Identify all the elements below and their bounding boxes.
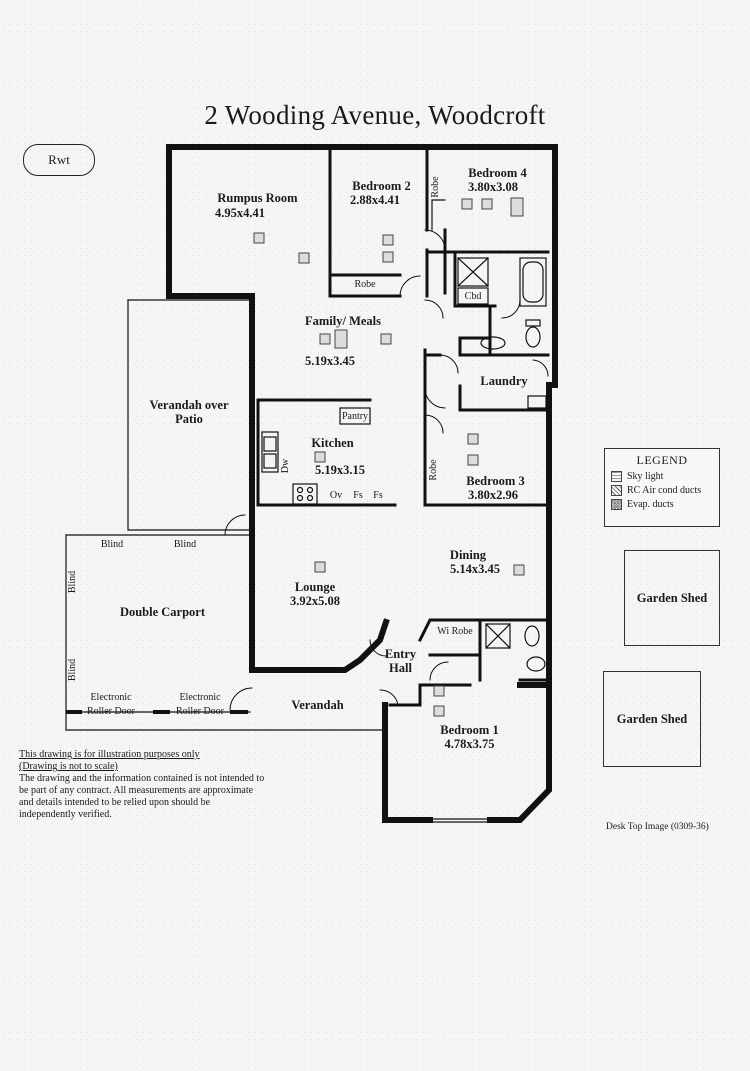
roller-door-label-2: Electronic Roller Door	[175, 692, 225, 717]
lounge-name: Lounge	[294, 580, 336, 594]
laundry-name: Laundry	[480, 374, 528, 388]
interior-walls	[256, 145, 551, 707]
credit-label: Desk Top Image (0309-36)	[606, 822, 709, 832]
disclaimer-body: The drawing and the information containe…	[19, 773, 265, 820]
dining-name: Dining	[449, 548, 487, 562]
legend-title: LEGEND	[636, 453, 688, 467]
blind-label-4: Blind	[67, 658, 78, 682]
robe-bedroom3-label: Robe	[428, 459, 439, 481]
bedroom-2-name: Bedroom 2	[352, 179, 411, 193]
blind-label-3: Blind	[67, 570, 78, 594]
bedroom-1-name: Bedroom 1	[440, 723, 499, 737]
rc-duct-icon	[611, 485, 622, 496]
wi-robe-label: Wi Robe	[437, 626, 473, 637]
kitchen-size: 5.19x3.15	[315, 463, 365, 477]
verandah-over-patio-label: Verandah over Patio	[149, 398, 229, 426]
bedroom-4-size: 3.80x3.08	[468, 180, 518, 194]
verandah-label: Verandah	[291, 698, 344, 712]
fixtures	[261, 199, 547, 672]
double-carport-label: Double Carport	[119, 605, 206, 619]
dining-size: 5.14x3.45	[450, 562, 500, 576]
legend-label: Sky light	[627, 471, 664, 482]
verandah-outline	[127, 299, 251, 531]
disclaimer: This drawing is for illustration purpose…	[19, 749, 269, 821]
bedroom-3-size: 3.80x2.96	[468, 488, 518, 502]
oven-label: Ov	[329, 490, 343, 501]
garden-shed-1: Garden Shed	[624, 550, 720, 646]
garden-shed-2: Garden Shed	[603, 671, 701, 767]
rainwater-tank-label: Rwt	[23, 144, 95, 176]
legend-label: RC Air cond ducts	[627, 485, 702, 496]
legend-item-evap-ducts: Evap. ducts	[611, 499, 719, 510]
robe-bedroom4-label: Robe	[430, 176, 441, 198]
fs-label-1: Fs	[353, 490, 363, 501]
fs-label-2: Fs	[373, 490, 383, 501]
disclaimer-line-2: (Drawing is not to scale)	[19, 761, 118, 772]
entry-hall-name: Entry Hall	[384, 647, 417, 675]
roller-door-label-1: Electronic Roller Door	[86, 692, 136, 717]
family-meals-name: Family/ Meals	[304, 314, 382, 328]
kitchen-name: Kitchen	[311, 436, 354, 450]
door-swings	[224, 229, 549, 711]
page-title: 2 Wooding Avenue, Woodcroft	[204, 100, 546, 130]
dishwasher-label: Dw	[280, 458, 291, 474]
skylight-icon	[611, 471, 622, 482]
bedroom-3-name: Bedroom 3	[466, 474, 525, 488]
rumpus-room-size: 4.95x4.41	[215, 206, 265, 220]
lounge-size: 3.92x5.08	[290, 594, 340, 608]
blind-label-1: Blind	[100, 539, 124, 550]
evap-duct-icon	[611, 499, 622, 510]
bedroom-2-size: 2.88x4.41	[350, 193, 400, 207]
legend-item-rc-ducts: RC Air cond ducts	[611, 485, 719, 496]
legend-item-skylight: Sky light	[611, 471, 719, 482]
duct-markers	[253, 197, 525, 717]
blind-label-2: Blind	[173, 539, 197, 550]
windows	[194, 145, 552, 823]
cbd-label: Cbd	[464, 291, 482, 302]
disclaimer-line-1: This drawing is for illustration purpose…	[19, 749, 200, 760]
family-meals-size: 5.19x3.45	[305, 354, 355, 368]
pantry-label: Pantry	[341, 411, 369, 422]
legend-label: Evap. ducts	[627, 499, 674, 510]
rumpus-room-name: Rumpus Room	[217, 191, 298, 205]
bedroom-4-name: Bedroom 4	[468, 166, 527, 180]
legend: LEGEND Sky light RC Air cond ducts Evap.…	[604, 448, 720, 527]
exterior-walls	[166, 144, 558, 823]
bedroom-1-size: 4.78x3.75	[444, 737, 495, 751]
robe-bedroom2-label: Robe	[354, 279, 376, 290]
